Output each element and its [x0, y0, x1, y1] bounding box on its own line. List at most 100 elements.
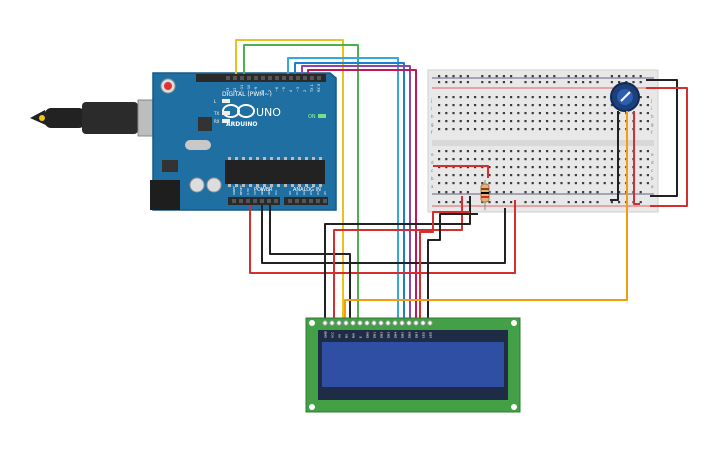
digital-pin-label: 8: [261, 90, 265, 92]
power-pin: [274, 199, 278, 203]
lcd-pin: [385, 320, 391, 326]
row-letter: j: [650, 98, 652, 103]
power-pin-label: 5V: [253, 190, 257, 195]
wire-black-led: [427, 213, 478, 320]
lcd-pin-label: E: [359, 336, 363, 338]
voltage-regulator: [162, 160, 178, 172]
analog-pin-label: A3: [309, 191, 313, 195]
row-letter: h: [431, 114, 434, 119]
capacitor: [206, 177, 222, 193]
row-letter: e: [431, 152, 434, 157]
lcd-pin: [371, 320, 377, 326]
digital-pin-label: 13: [226, 88, 230, 92]
header-pin: [317, 76, 321, 80]
brand-label: ARDUINO: [226, 121, 257, 128]
analog-pin: [309, 199, 313, 203]
lcd-pin-label: RS: [345, 334, 349, 338]
wire-purple: [301, 65, 411, 320]
row-letter: h: [651, 114, 654, 119]
analog-pin-label: A0: [288, 191, 292, 195]
analog-label: ANALOG IN: [293, 187, 321, 193]
analog-pin-label: A5: [323, 191, 327, 195]
power-pin: [260, 199, 264, 203]
lcd-pin: [329, 320, 335, 326]
power-pin: [239, 199, 243, 203]
lcd-pin-label: V0: [338, 334, 342, 338]
wire-yellow: [235, 39, 344, 320]
digital-pin-label: ~6: [275, 87, 279, 92]
wire-black-rail: [646, 79, 678, 197]
lcd-pin: [357, 320, 363, 326]
analog-pin: [323, 199, 327, 203]
analog-pin-label: A4: [316, 191, 320, 195]
lcd-pin-label: DB4: [394, 332, 398, 338]
header-pin: [268, 76, 272, 80]
header-pin: [275, 76, 279, 80]
lcd-pin: [343, 320, 349, 326]
power-jack: [150, 180, 180, 210]
digital-pin-label: 7: [268, 90, 272, 92]
wire-black-lcd-gnd: [324, 196, 471, 320]
digital-pin-label: ~10: [247, 85, 251, 92]
atmega-chip: [225, 160, 325, 184]
power-pin-label: IOREF: [232, 186, 236, 195]
row-letter: g: [431, 122, 434, 127]
crystal: [185, 140, 211, 150]
lcd-pin-label: VCC: [331, 332, 335, 338]
row-letter: a: [651, 184, 654, 189]
lcd-pin: [322, 320, 328, 326]
wire-cyan: [287, 57, 399, 320]
row-letter: f: [431, 130, 433, 135]
header-pin: [240, 76, 244, 80]
header-pin: [233, 76, 237, 80]
row-letter: f: [651, 130, 653, 135]
row-letter: i: [651, 106, 652, 111]
digital-pin-label: ~5: [282, 87, 286, 92]
wire-red-5v: [249, 200, 516, 274]
lcd-pin-label: LED: [422, 331, 426, 338]
lcd-pin: [399, 320, 405, 326]
lcd-pin: [364, 320, 370, 326]
analog-pin-label: A2: [302, 191, 306, 195]
power-label: POWER: [254, 187, 273, 193]
power-pin: [246, 199, 250, 203]
analog-pin: [316, 199, 320, 203]
header-pin: [303, 76, 307, 80]
power-pin-label: GND: [260, 187, 264, 195]
lcd-pin-label: DB7: [415, 332, 419, 338]
lcd-pin: [406, 320, 412, 326]
row-letter: a: [431, 184, 434, 189]
wire-blue: [294, 62, 405, 320]
lcd-pin-label: DB6: [408, 332, 412, 338]
lcd-pin: [378, 320, 384, 326]
power-pin-label: GND: [267, 187, 271, 195]
row-letter: i: [431, 106, 432, 111]
lcd-pin-label: DB1: [373, 332, 377, 338]
lcd-pin: [413, 320, 419, 326]
wire-red-led: [419, 211, 470, 320]
lcd-pin: [336, 320, 342, 326]
wire-red-rail: [646, 87, 688, 207]
header-pin: [282, 76, 286, 80]
digital-pin-label: ~11: [240, 85, 244, 92]
header-pin: [226, 76, 230, 80]
digital-pin-label: RX 0: [317, 84, 321, 92]
analog-pin-label: A1: [295, 191, 299, 195]
digital-pin-label: ~3: [296, 87, 300, 92]
lcd-pin-label: RW: [352, 333, 356, 338]
header-pin: [247, 76, 251, 80]
lcd-pin: [392, 320, 398, 326]
wires: [235, 39, 688, 320]
row-letter: d: [651, 160, 654, 165]
row-letter: e: [651, 152, 654, 157]
row-letter: g: [651, 122, 654, 127]
digital-pin-label: 2: [303, 90, 307, 92]
wire-magenta: [307, 69, 417, 320]
power-pin-label: RESET: [239, 185, 243, 195]
wire-black-gnd2: [269, 205, 351, 320]
power-pin: [267, 199, 271, 203]
